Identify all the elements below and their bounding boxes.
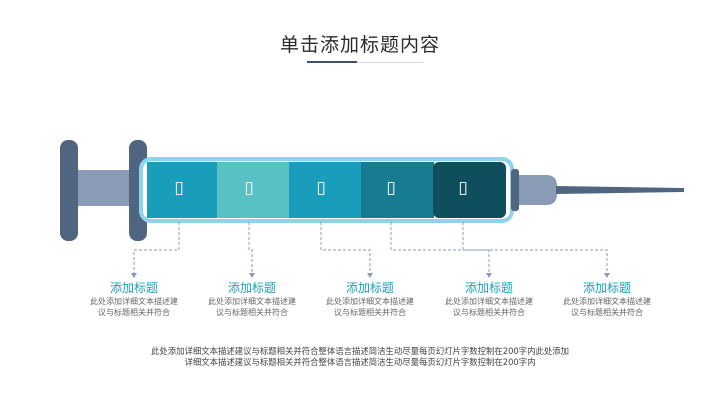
item-title-1: 添加标题	[109, 281, 158, 295]
footer-description: 此处添加详细文本描述建议与标题相关并符合整体语言描述简洁生动尽量每页幻灯片字数控…	[130, 346, 590, 368]
segment-icon-2: ▯	[244, 178, 254, 198]
barrel-segment-5	[433, 162, 506, 218]
item-description-line-2: 议与标题相关并符合	[571, 308, 643, 317]
segment-icon-3: ▯	[316, 178, 326, 198]
connector-line-2	[248, 222, 253, 274]
barrel-segments	[147, 162, 506, 218]
segment-icon-5: ▯	[458, 178, 468, 198]
connector-line-5	[462, 222, 608, 274]
connector-arrow-5	[604, 273, 610, 278]
syringe-hub	[511, 169, 519, 211]
connector-arrow-4	[486, 273, 492, 278]
item-description-2: 此处添加详细文本描述建议与标题相关并符合	[197, 296, 307, 318]
plunger-rod	[74, 170, 136, 206]
connector-lines	[131, 222, 610, 278]
item-description-line-2: 议与标题相关并符合	[453, 308, 525, 317]
barrel-segment-3	[289, 162, 362, 218]
item-description-line-1: 此处添加详细文本描述建	[208, 297, 296, 306]
connector-arrow-1	[131, 273, 137, 278]
connector-line-3	[320, 222, 371, 274]
plunger-thumb-rest	[60, 140, 78, 241]
barrel-segment-1	[147, 162, 219, 218]
item-description-line-2: 议与标题相关并符合	[334, 308, 406, 317]
item-description-3: 此处添加详细文本描述建议与标题相关并符合	[315, 296, 425, 318]
connector-arrow-2	[249, 273, 255, 278]
item-description-line-1: 此处添加详细文本描述建	[445, 297, 533, 306]
segment-icon-1: ▯	[174, 178, 184, 198]
item-title-4: 添加标题	[464, 281, 513, 295]
footer-line-2: 详细文本描述建议与标题相关并符合整体语言描述简洁生动尽量每页幻灯片字数控制在20…	[184, 357, 536, 367]
syringe-tip	[519, 175, 557, 205]
connector-line-1	[133, 222, 180, 274]
segment-icon-4: ▯	[386, 178, 396, 198]
connector-line-4	[390, 222, 490, 274]
connector-arrow-3	[367, 273, 373, 278]
item-description-line-1: 此处添加详细文本描述建	[326, 297, 414, 306]
item-description-line-2: 议与标题相关并符合	[216, 308, 288, 317]
item-description-line-1: 此处添加详细文本描述建	[90, 297, 178, 306]
item-description-line-2: 议与标题相关并符合	[98, 308, 170, 317]
item-title-5: 添加标题	[582, 281, 631, 295]
item-description-4: 此处添加详细文本描述建议与标题相关并符合	[434, 296, 544, 318]
item-description-5: 此处添加详细文本描述建议与标题相关并符合	[552, 296, 662, 318]
page-title: 单击添加标题内容	[279, 34, 440, 56]
item-title-3: 添加标题	[345, 281, 394, 295]
title-underline	[357, 61, 423, 63]
item-title-2: 添加标题	[227, 281, 276, 295]
syringe-needle	[556, 186, 684, 194]
barrel-segment-2	[217, 162, 290, 218]
item-description-line-1: 此处添加详细文本描述建	[563, 297, 651, 306]
footer-line-1: 此处添加详细文本描述建议与标题相关并符合整体语言描述简洁生动尽量每页幻灯片字数控…	[151, 346, 569, 356]
item-description-1: 此处添加详细文本描述建议与标题相关并符合	[79, 296, 189, 318]
barrel-segment-4	[361, 162, 434, 218]
title-underline-accent	[307, 61, 357, 63]
